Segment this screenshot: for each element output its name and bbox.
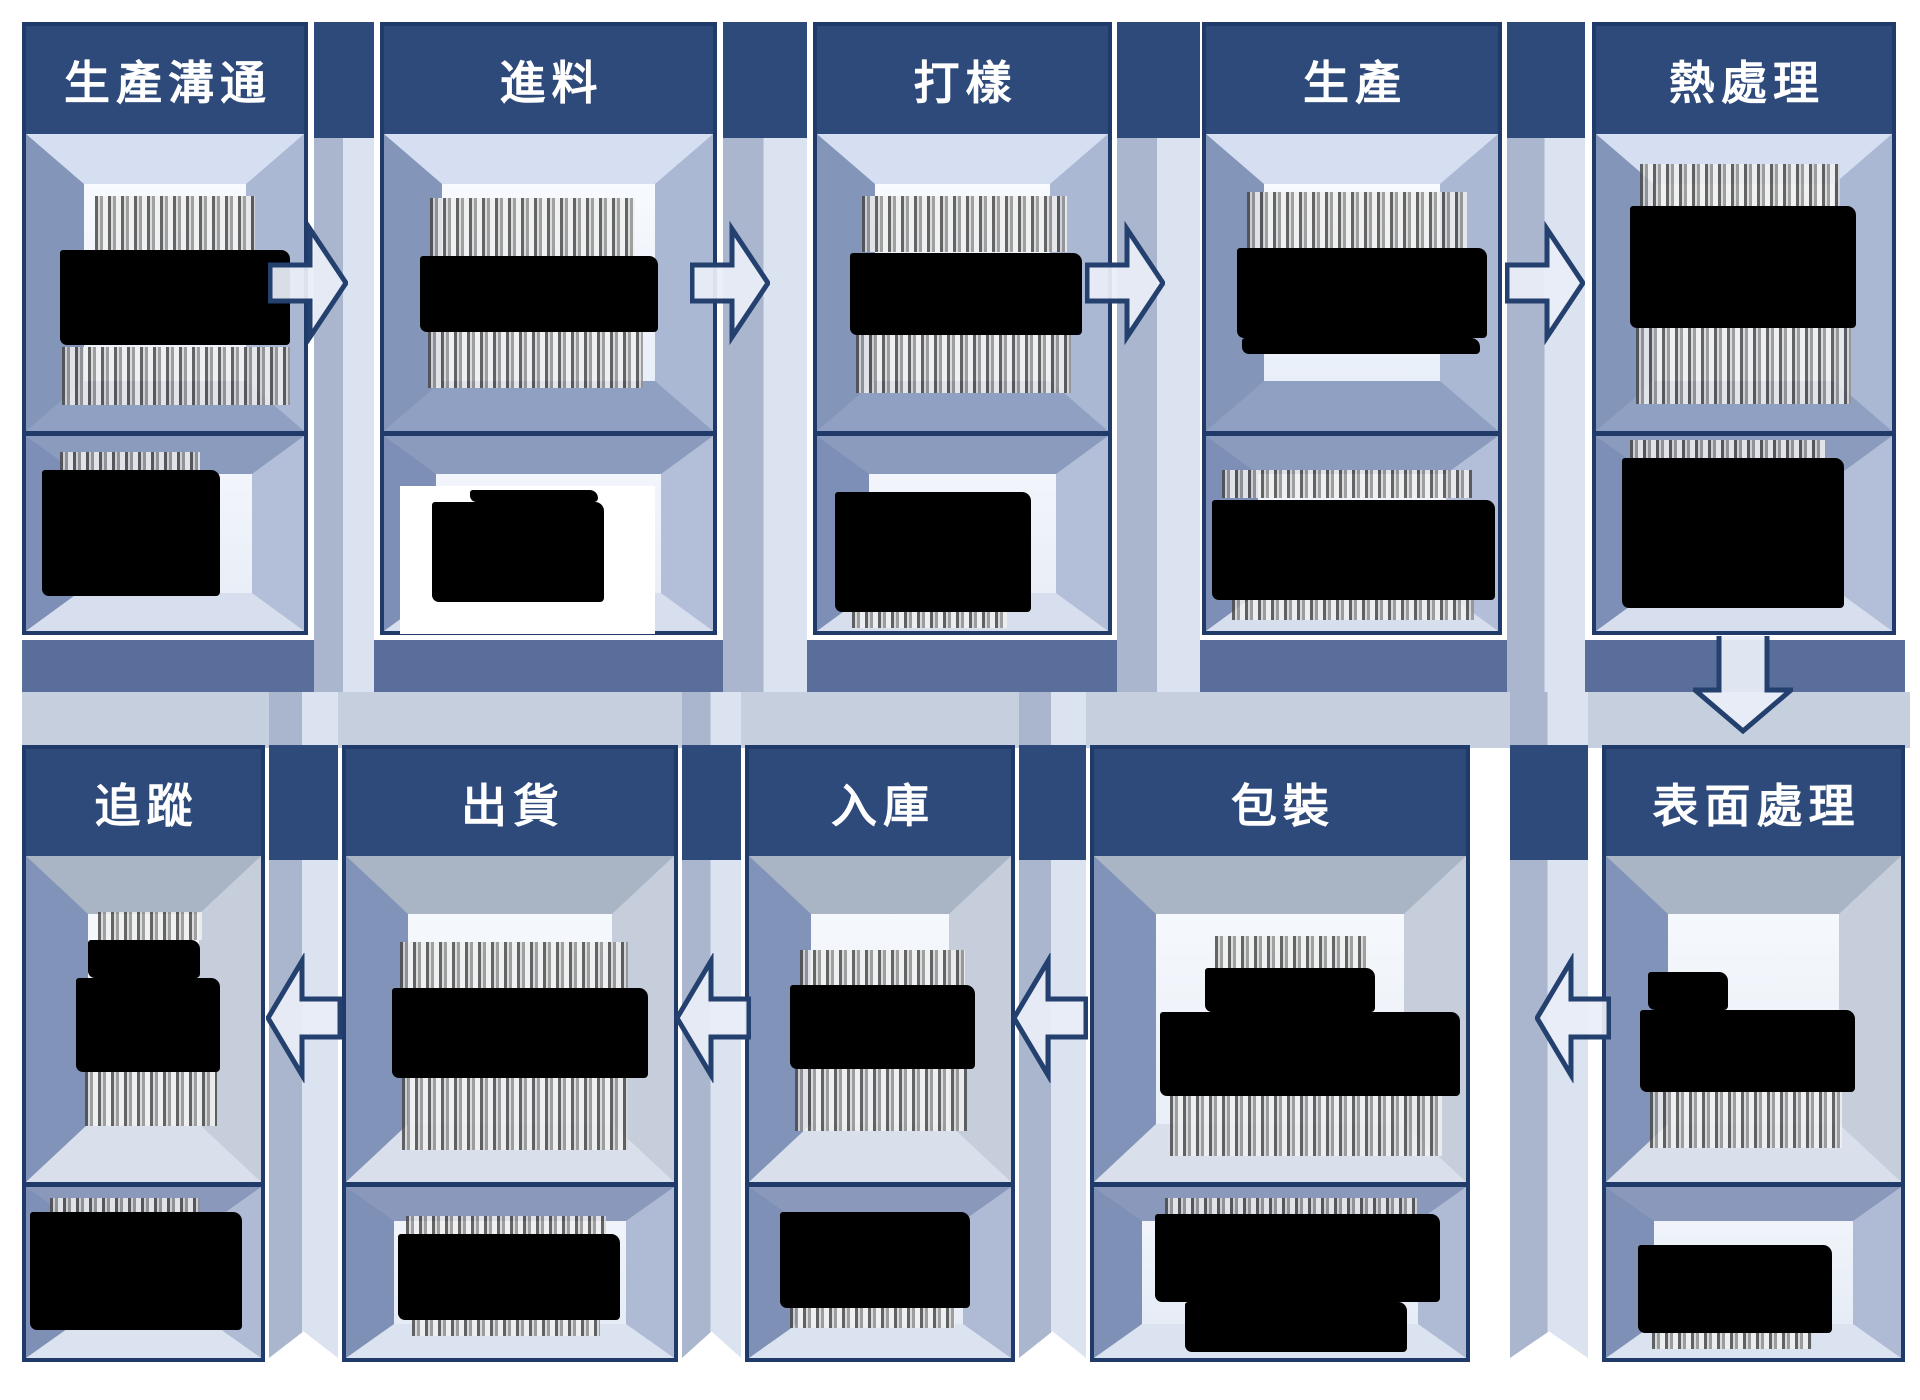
redacted-text-block [1185, 1302, 1407, 1352]
redacted-text-block [30, 1212, 242, 1330]
text-remnant-streaks [1170, 1096, 1442, 1156]
redacted-text-block [1205, 968, 1375, 1012]
redacted-text-block [1212, 500, 1495, 600]
redacted-text-block [1640, 1010, 1855, 1092]
text-remnant-streaks [60, 452, 200, 470]
flow-arrow-left-icon [675, 953, 751, 1083]
redacted-text-block [790, 985, 975, 1069]
redacted-text-block [850, 253, 1082, 335]
slate-connector-band [22, 640, 1905, 692]
stage-title: 進料 [384, 26, 713, 134]
text-remnant-streaks [790, 1308, 955, 1328]
flow-arrow-right-icon [1505, 221, 1585, 345]
redacted-text-block [420, 256, 658, 332]
gap-block [1117, 22, 1200, 138]
redacted-text-block [1638, 1245, 1832, 1333]
redacted-text-block [76, 978, 220, 1072]
text-remnant-streaks [50, 1198, 200, 1212]
text-remnant-streaks [406, 1216, 606, 1234]
redacted-text-block [835, 492, 1031, 612]
text-remnant-streaks [95, 196, 255, 250]
redacted-text-block [1237, 248, 1487, 338]
stage-title: 表面處理 [1606, 749, 1901, 856]
text-remnant-streaks [412, 1320, 600, 1336]
stage-title: 追蹤 [26, 749, 261, 856]
gap-block [1510, 745, 1588, 860]
gap-block [269, 745, 338, 860]
stage-title: 包裝 [1094, 749, 1466, 856]
gap-block [314, 22, 374, 138]
flow-arrow-right-icon [268, 221, 348, 345]
redacted-text-block [398, 1234, 620, 1320]
flow-arrow-right-icon [690, 221, 770, 345]
stage-title: 入庫 [749, 749, 1011, 856]
text-remnant-streaks [800, 950, 965, 985]
text-remnant-streaks [62, 347, 290, 405]
text-remnant-streaks [795, 1069, 967, 1131]
redacted-text-block [470, 490, 598, 502]
flow-arrow-left-icon [1535, 953, 1611, 1083]
redacted-text-block [42, 470, 220, 596]
stage-title: 生產溝通 [26, 26, 304, 134]
text-remnant-streaks [1232, 600, 1474, 620]
text-remnant-streaks [1165, 1198, 1417, 1214]
text-remnant-streaks [98, 912, 202, 940]
stage-title: 熱處理 [1596, 26, 1892, 134]
gap-block [723, 22, 807, 138]
stage-title: 出貨 [346, 749, 674, 856]
redacted-text-block [432, 502, 604, 602]
redacted-text-block [1630, 206, 1856, 328]
text-remnant-streaks [430, 198, 635, 256]
redacted-text-block [780, 1212, 970, 1308]
gap-block [1507, 22, 1585, 138]
gap-block [1019, 745, 1086, 860]
text-remnant-streaks [1636, 328, 1851, 404]
redacted-text-block [88, 940, 200, 978]
flow-arrow-left-icon [1012, 953, 1088, 1083]
text-remnant-streaks [1215, 936, 1367, 968]
flow-arrow-left-icon [266, 953, 342, 1083]
stage-title: 生產 [1206, 26, 1498, 134]
stage-title: 打樣 [817, 26, 1108, 134]
text-remnant-streaks [856, 335, 1071, 393]
text-remnant-streaks [1630, 440, 1825, 458]
text-remnant-streaks [402, 1078, 628, 1150]
flow-arrow-down-icon [1693, 636, 1793, 734]
text-remnant-streaks [1650, 1092, 1842, 1148]
redacted-text-block [1622, 458, 1844, 608]
redacted-text-block [1160, 1012, 1460, 1096]
text-remnant-streaks [400, 942, 628, 988]
gap-block [682, 745, 741, 860]
text-remnant-streaks [1640, 164, 1840, 206]
text-remnant-streaks [862, 196, 1067, 252]
redacted-text-block [392, 988, 648, 1078]
text-remnant-streaks [1222, 470, 1472, 498]
text-remnant-streaks [1247, 192, 1467, 248]
redacted-text-block [1648, 972, 1728, 1010]
flow-arrow-right-icon [1085, 221, 1165, 345]
redacted-text-block [60, 250, 290, 345]
text-remnant-streaks [85, 1072, 217, 1126]
redacted-text-block [1242, 338, 1480, 354]
redacted-text-block [1155, 1214, 1440, 1302]
text-remnant-streaks [852, 612, 1007, 628]
text-remnant-streaks [428, 332, 643, 388]
text-remnant-streaks [1652, 1333, 1812, 1349]
